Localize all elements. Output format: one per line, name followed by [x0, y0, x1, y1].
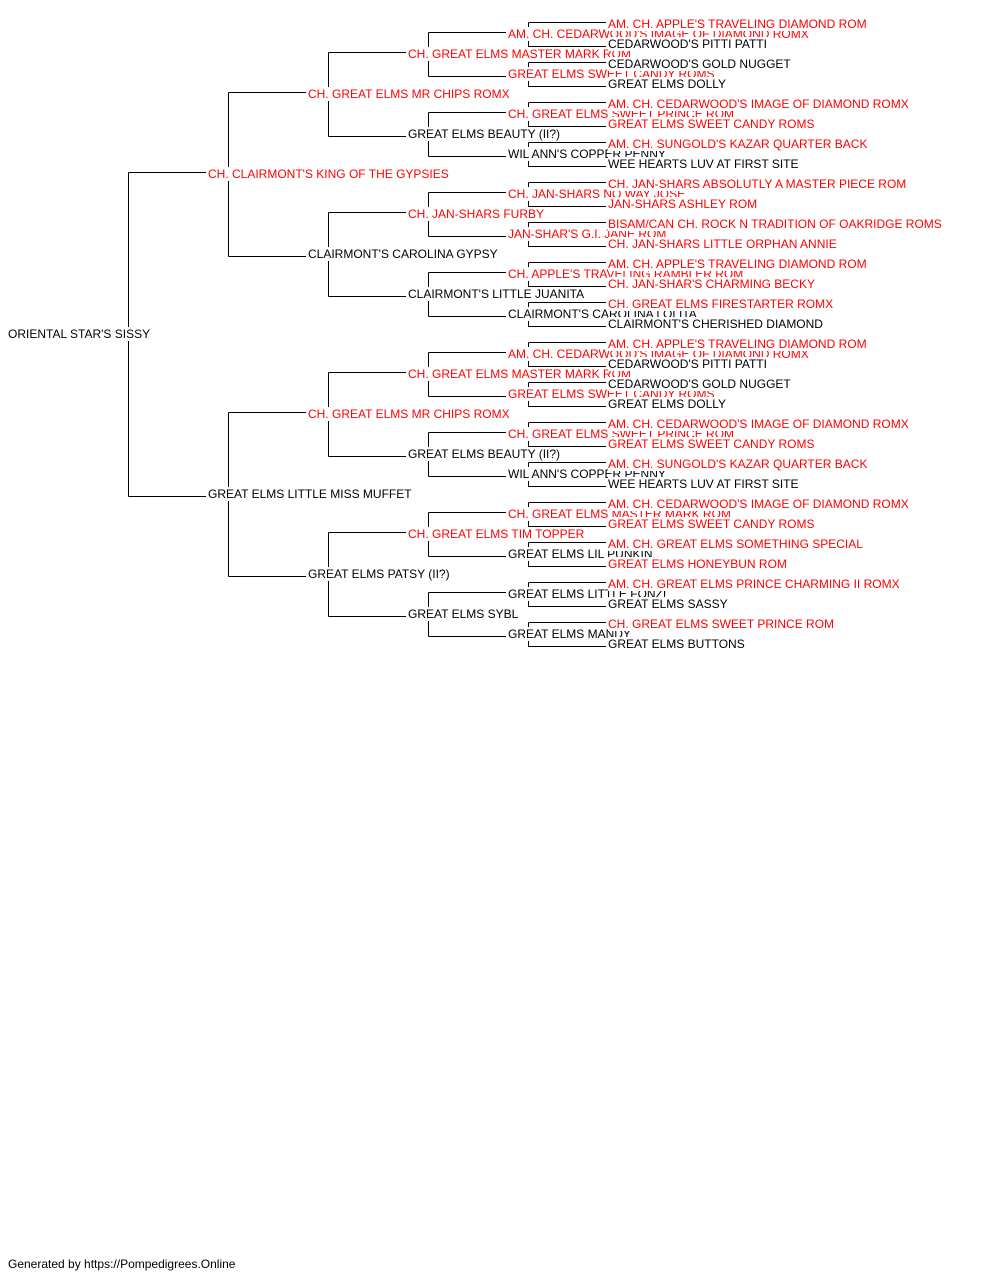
dam-name[interactable]: GREAT ELMS PATSY (II?): [308, 567, 452, 581]
sire-name[interactable]: AM. CH. CEDARWOOD'S IMAGE OF DIAMOND ROM…: [608, 497, 911, 511]
dam-name[interactable]: GREAT ELMS HONEYBUN ROM: [608, 557, 789, 571]
dam-name[interactable]: CLAIRMONT'S CHERISHED DIAMOND: [608, 317, 825, 331]
dam-name[interactable]: CEDARWOOD'S PITTI PATTI: [608, 37, 769, 51]
dam-name[interactable]: GREAT ELMS SYBL: [408, 607, 521, 621]
dam-name[interactable]: GREAT ELMS SASSY: [608, 597, 730, 611]
sire-name[interactable]: CH. JAN-SHARS ABSOLUTLY A MASTER PIECE R…: [608, 177, 909, 191]
sire-name[interactable]: AM. CH. GREAT ELMS PRINCE CHARMING II RO…: [608, 577, 902, 591]
sire-name[interactable]: AM. CH. CEDARWOOD'S IMAGE OF DIAMOND ROM…: [608, 97, 911, 111]
dam-name[interactable]: GREAT ELMS SWEET CANDY ROMS: [608, 437, 817, 451]
sire-name[interactable]: CEDARWOOD'S GOLD NUGGET: [608, 57, 793, 71]
dam-name[interactable]: WEE HEARTS LUV AT FIRST SITE: [608, 157, 801, 171]
sire-name[interactable]: CH. GREAT ELMS MASTER MARK ROM: [408, 367, 633, 381]
dam-name[interactable]: GREAT ELMS DOLLY: [608, 77, 729, 91]
dam-name[interactable]: CLAIRMONT'S CAROLINA GYPSY: [308, 247, 500, 261]
dam-name[interactable]: CLAIRMONT'S LITTLE JUANITA: [408, 287, 587, 301]
generated-by-footer: Generated by https://Pompedigrees.Online: [8, 1257, 236, 1271]
sire-name[interactable]: CEDARWOOD'S GOLD NUGGET: [608, 377, 793, 391]
sire-name[interactable]: AM. CH. APPLE'S TRAVELING DIAMOND ROM: [608, 257, 869, 271]
sire-name[interactable]: CH. GREAT ELMS MR CHIPS ROMX: [308, 87, 512, 101]
sire-name[interactable]: AM. CH. APPLE'S TRAVELING DIAMOND ROM: [608, 337, 869, 351]
subject-dog-name[interactable]: ORIENTAL STAR'S SISSY: [8, 327, 153, 341]
dam-name[interactable]: JAN-SHARS ASHLEY ROM: [608, 197, 760, 211]
dam-name[interactable]: GREAT ELMS BEAUTY (II?): [408, 127, 563, 141]
dam-name[interactable]: CH. JAN-SHAR'S CHARMING BECKY: [608, 277, 817, 291]
dam-name[interactable]: WEE HEARTS LUV AT FIRST SITE: [608, 477, 801, 491]
sire-name[interactable]: CH. GREAT ELMS TIM TOPPER: [408, 527, 587, 541]
sire-name[interactable]: CH. CLAIRMONT'S KING OF THE GYPSIES: [208, 167, 451, 181]
dam-name[interactable]: GREAT ELMS BEAUTY (II?): [408, 447, 563, 461]
dam-name[interactable]: CH. JAN-SHARS LITTLE ORPHAN ANNIE: [608, 237, 839, 251]
sire-name[interactable]: AM. CH. SUNGOLD'S KAZAR QUARTER BACK: [608, 457, 870, 471]
sire-name[interactable]: BISAM/CAN CH. ROCK N TRADITION OF OAKRID…: [608, 217, 944, 231]
dam-name[interactable]: GREAT ELMS MANDY: [508, 627, 633, 641]
sire-name[interactable]: CH. GREAT ELMS FIRESTARTER ROMX: [608, 297, 836, 311]
dam-name[interactable]: GREAT ELMS SWEET CANDY ROMS: [608, 117, 817, 131]
sire-name[interactable]: CH. GREAT ELMS SWEET PRINCE ROM: [608, 617, 837, 631]
sire-name[interactable]: CH. GREAT ELMS MASTER MARK ROM: [408, 47, 633, 61]
sire-name[interactable]: AM. CH. CEDARWOOD'S IMAGE OF DIAMOND ROM…: [608, 417, 911, 431]
sire-name[interactable]: AM. CH. GREAT ELMS SOMETHING SPECIAL: [608, 537, 865, 551]
dam-name[interactable]: GREAT ELMS SWEET CANDY ROMS: [608, 517, 817, 531]
dam-name[interactable]: GREAT ELMS BUTTONS: [608, 637, 747, 651]
sire-name[interactable]: AM. CH. APPLE'S TRAVELING DIAMOND ROM: [608, 17, 869, 31]
dam-name[interactable]: GREAT ELMS DOLLY: [608, 397, 729, 411]
sire-name[interactable]: CH. GREAT ELMS MR CHIPS ROMX: [308, 407, 512, 421]
sire-name[interactable]: CH. JAN-SHARS FURBY: [408, 207, 547, 221]
dam-name[interactable]: GREAT ELMS LITTLE MISS MUFFET: [208, 487, 414, 501]
dam-name[interactable]: CEDARWOOD'S PITTI PATTI: [608, 357, 769, 371]
sire-name[interactable]: AM. CH. SUNGOLD'S KAZAR QUARTER BACK: [608, 137, 870, 151]
